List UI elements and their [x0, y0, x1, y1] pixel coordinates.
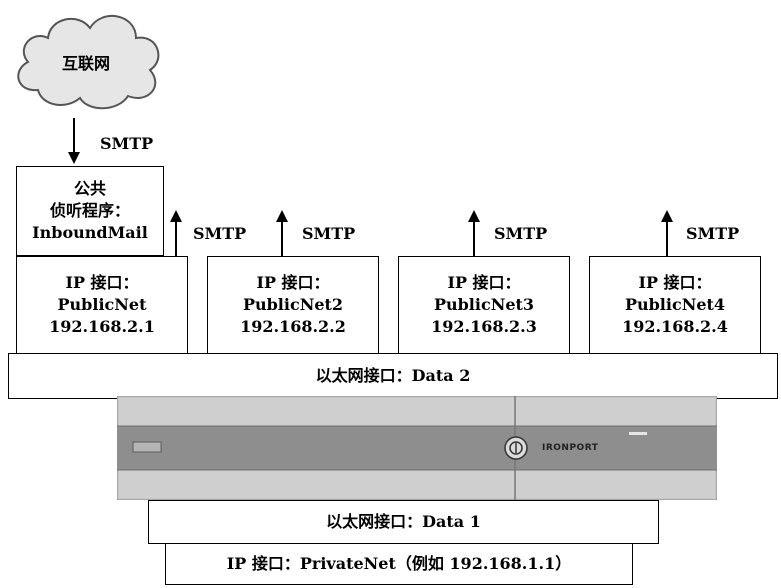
ethernet-data1-box: 以太网接口：Data 1 — [148, 500, 659, 544]
outbound-smtp-label-2: SMTP — [302, 224, 356, 243]
listener-line-3: InboundMail — [32, 223, 148, 242]
ethernet-data1-label: 以太网接口：Data 1 — [326, 512, 481, 531]
ip-interface-title: IP 接口： — [447, 273, 521, 292]
private-interface-label: IP 接口：PrivateNet（例如 192.168.1.1） — [226, 554, 572, 573]
ip-interface-box-1: IP 接口： PublicNet 192.168.2.1 — [16, 256, 188, 354]
outbound-smtp-label-1: SMTP — [193, 224, 247, 243]
ip-interface-address: 192.168.2.4 — [622, 317, 728, 336]
internet-label: 互联网 — [61, 54, 110, 73]
ip-interface-box-2: IP 接口： PublicNet2 192.168.2.2 — [207, 256, 379, 354]
inbound-arrow-icon — [68, 118, 80, 164]
ip-interface-box-4: IP 接口： PublicNet4 192.168.2.4 — [589, 256, 761, 354]
internet-cloud — [17, 14, 160, 110]
inbound-smtp-label: SMTP — [100, 134, 154, 153]
outbound-arrow-4-icon — [661, 210, 673, 256]
ip-interface-address: 192.168.2.1 — [49, 317, 155, 336]
listener-line-1: 公共 — [73, 179, 106, 198]
ip-interface-title: IP 接口： — [256, 273, 330, 292]
ip-interface-name: PublicNet3 — [433, 295, 535, 314]
outbound-smtp-label-4: SMTP — [686, 224, 740, 243]
ip-interface-name: PublicNet — [57, 295, 147, 314]
ip-interface-title: IP 接口： — [638, 273, 712, 292]
ethernet-data2-bar: 以太网接口：Data 2 — [8, 353, 778, 399]
appliance-device-icon — [117, 396, 717, 500]
outbound-smtp-label-3: SMTP — [494, 224, 548, 243]
outbound-arrow-3-icon — [468, 210, 480, 256]
ip-interface-title: IP 接口： — [65, 273, 139, 292]
ethernet-data2-label: 以太网接口：Data 2 — [315, 366, 471, 385]
listener-line-2: 侦听程序： — [49, 201, 130, 220]
listener-box: 公共 侦听程序： InboundMail — [16, 166, 164, 256]
ip-interface-address: 192.168.2.2 — [240, 317, 346, 336]
ip-interface-box-3: IP 接口： PublicNet3 192.168.2.3 — [398, 256, 570, 354]
private-interface-box: IP 接口：PrivateNet（例如 192.168.1.1） — [165, 543, 633, 585]
ip-interface-address: 192.168.2.3 — [431, 317, 537, 336]
outbound-arrow-2-icon — [276, 210, 288, 256]
ip-interface-name: PublicNet4 — [624, 295, 726, 314]
outbound-arrow-1-icon — [170, 210, 182, 256]
ip-interface-name: PublicNet2 — [242, 295, 344, 314]
appliance-brand-label: IRONPORT — [542, 443, 599, 453]
